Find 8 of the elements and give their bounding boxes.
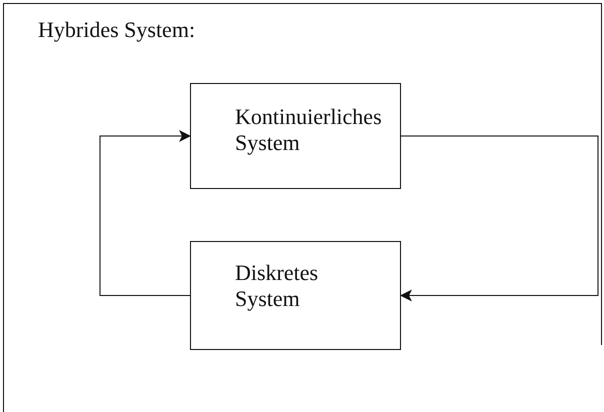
frame-label: Hybrides System:: [38, 17, 196, 43]
process-box: [190, 241, 401, 350]
box-label: Diskretes System: [235, 260, 320, 312]
diagram-frame: [3, 3, 603, 412]
arrow: [100, 130, 191, 296]
process-box: [190, 83, 401, 189]
box-label: Kontinuierliches System: [235, 104, 383, 156]
arrow: [400, 136, 598, 302]
